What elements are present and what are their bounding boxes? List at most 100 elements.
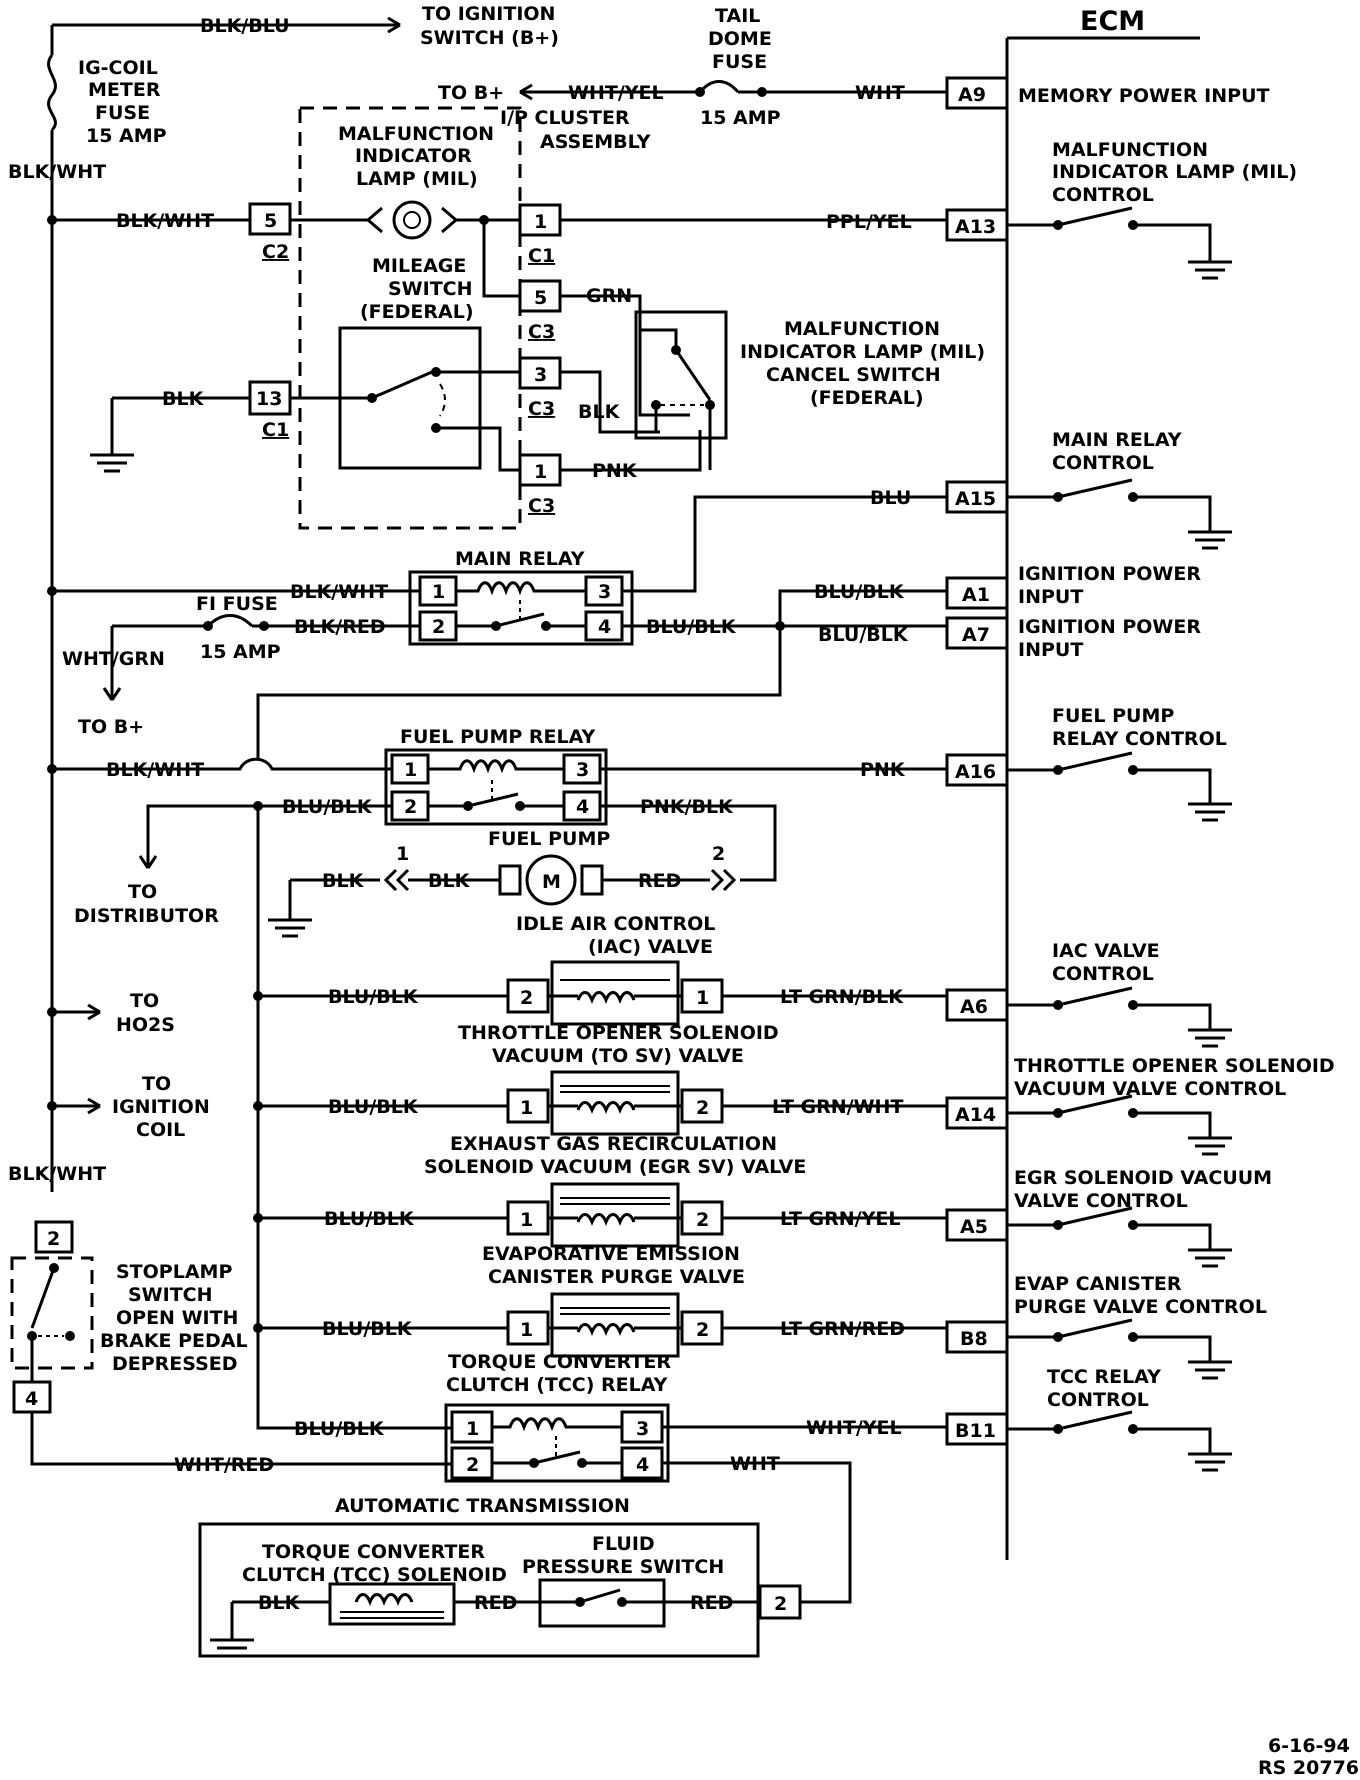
svg-text:TAIL: TAIL: [715, 5, 760, 27]
ecm-pin-a15: A15 MAIN RELAY CONTROL: [945, 429, 1182, 514]
svg-text:INPUT: INPUT: [1018, 586, 1083, 608]
ground-icon: [1188, 530, 1232, 550]
svg-text:EVAPORATIVE EMISSION: EVAPORATIVE EMISSION: [482, 1243, 740, 1265]
svg-text:MEMORY POWER INPUT: MEMORY POWER INPUT: [1018, 85, 1269, 107]
svg-text:LAMP (MIL): LAMP (MIL): [356, 168, 478, 190]
svg-text:TO: TO: [130, 990, 159, 1012]
evap-purge-valve: EVAPORATIVE EMISSION CANISTER PURGE VALV…: [253, 1243, 947, 1358]
tcc-relay-wiring: BLU/BLK WHT/YEL WHT: [294, 1417, 947, 1604]
automatic-transmission: AUTOMATIC TRANSMISSION TORQUE CONVERTER …: [198, 1495, 802, 1658]
svg-text:BLK/WHT: BLK/WHT: [116, 210, 214, 232]
svg-text:LT GRN/BLK: LT GRN/BLK: [780, 986, 904, 1008]
svg-text:ASSEMBLY: ASSEMBLY: [540, 131, 651, 153]
svg-text:TO B+: TO B+: [438, 82, 504, 104]
coil-icon: [576, 1323, 636, 1337]
svg-text:LT GRN/RED: LT GRN/RED: [780, 1318, 905, 1340]
ecm-pin-a9: A9 MEMORY POWER INPUT: [945, 76, 1269, 110]
svg-text:1: 1: [534, 211, 547, 233]
svg-text:FI FUSE: FI FUSE: [196, 593, 278, 615]
svg-text:BLK: BLK: [428, 870, 471, 892]
svg-text:EXHAUST GAS RECIRCULATION: EXHAUST GAS RECIRCULATION: [450, 1133, 777, 1155]
coil-icon: [456, 581, 586, 596]
svg-text:FUEL PUMP: FUEL PUMP: [488, 828, 610, 850]
svg-text:FUEL PUMP RELAY: FUEL PUMP RELAY: [400, 726, 596, 748]
svg-text:BLU/BLK: BLU/BLK: [324, 1208, 415, 1230]
svg-text:IG-COIL: IG-COIL: [78, 57, 158, 79]
ground-icon: [1188, 1136, 1232, 1156]
svg-text:B8: B8: [960, 1328, 988, 1350]
stoplamp-switch: 2 4 STOPLAMP SWITCH OPEN WITH BRAKE PEDA…: [10, 1220, 452, 1476]
svg-text:1: 1: [520, 1097, 533, 1119]
svg-text:1: 1: [520, 1319, 533, 1341]
cluster-wiring: BLK/WHT BLK PPL/YEL GRN BLK PNK: [47, 210, 947, 482]
svg-text:MAIN RELAY: MAIN RELAY: [1052, 429, 1182, 451]
svg-text:OPEN WITH: OPEN WITH: [116, 1307, 238, 1329]
ecm-pin-a5: A5 EGR SOLENOID VACUUM VALVE CONTROL: [945, 1167, 1272, 1242]
svg-text:EGR SOLENOID VACUUM: EGR SOLENOID VACUUM: [1014, 1167, 1272, 1189]
svg-text:2: 2: [520, 987, 533, 1009]
svg-text:MALFUNCTION: MALFUNCTION: [338, 123, 494, 145]
svg-text:BLK/WHT: BLK/WHT: [290, 581, 388, 603]
ground-icon: [1188, 1028, 1232, 1048]
svg-text:5: 5: [264, 210, 277, 232]
svg-text:FLUID: FLUID: [592, 1533, 655, 1555]
ecm-pin-a14: A14 THROTTLE OPENER SOLENOID VACUUM VALV…: [945, 1055, 1335, 1130]
svg-text:SOLENOID VACUUM (EGR SV) VALVE: SOLENOID VACUUM (EGR SV) VALVE: [424, 1156, 806, 1178]
svg-text:BLK/WHT: BLK/WHT: [106, 759, 204, 781]
svg-text:2: 2: [712, 843, 725, 865]
svg-text:IGNITION POWER: IGNITION POWER: [1018, 563, 1201, 585]
svg-text:BLU/BLK: BLU/BLK: [322, 1318, 413, 1340]
svg-text:MILEAGE: MILEAGE: [372, 255, 466, 277]
svg-text:A1: A1: [962, 584, 990, 606]
svg-text:BLK/WHT: BLK/WHT: [8, 161, 106, 183]
ecm-block: ECM: [1005, 6, 1200, 1560]
svg-text:2: 2: [47, 1228, 60, 1250]
svg-text:(FEDERAL): (FEDERAL): [810, 387, 924, 409]
svg-text:C1: C1: [528, 245, 555, 267]
fuse-icon: [47, 54, 57, 132]
svg-text:1: 1: [534, 461, 547, 483]
svg-text:BLK: BLK: [322, 870, 365, 892]
svg-text:PURGE VALVE CONTROL: PURGE VALVE CONTROL: [1014, 1296, 1267, 1318]
coil-icon: [354, 1593, 414, 1607]
svg-text:4: 4: [576, 796, 589, 818]
svg-text:METER: METER: [88, 79, 161, 101]
coil-icon: [428, 759, 564, 774]
svg-text:2: 2: [774, 1593, 787, 1615]
svg-text:SWITCH (B+): SWITCH (B+): [420, 27, 559, 49]
svg-text:4: 4: [25, 1388, 38, 1410]
svg-text:C1: C1: [262, 419, 289, 441]
ground-icon: [1188, 260, 1232, 280]
svg-text:FUSE: FUSE: [712, 51, 767, 73]
throttle-opener-sv: THROTTLE OPENER SOLENOID VACUUM (TO SV) …: [253, 1022, 947, 1136]
svg-text:PPL/YEL: PPL/YEL: [826, 211, 912, 233]
svg-text:WHT: WHT: [855, 82, 905, 104]
svg-text:13: 13: [256, 388, 282, 410]
svg-text:RED: RED: [690, 1592, 733, 1614]
ground-icon: [90, 453, 134, 473]
motor-icon: [525, 854, 577, 906]
svg-text:RELAY CONTROL: RELAY CONTROL: [1052, 728, 1227, 750]
svg-text:INDICATOR LAMP (MIL): INDICATOR LAMP (MIL): [740, 341, 985, 363]
ecm-pin-a16: A16 FUEL PUMP RELAY CONTROL: [945, 705, 1227, 787]
svg-text:THROTTLE OPENER SOLENOID: THROTTLE OPENER SOLENOID: [458, 1022, 779, 1044]
ecm-pin-a13: A13 MALFUNCTION INDICATOR LAMP (MIL) CON…: [945, 139, 1297, 242]
svg-text:CONTROL: CONTROL: [1052, 963, 1154, 985]
left-side-branches: TO HO2S TO IGNITION COIL BLK/WHT: [8, 990, 210, 1185]
svg-text:C3: C3: [528, 495, 555, 517]
svg-text:BLK/WHT: BLK/WHT: [8, 1163, 106, 1185]
svg-text:C3: C3: [528, 398, 555, 420]
main-relay: MAIN RELAY 1 2 3 4: [408, 548, 634, 646]
footer-code: 6-16-94 RS 20776: [1258, 1735, 1359, 1779]
svg-text:2: 2: [432, 616, 445, 638]
svg-text:WHT/GRN: WHT/GRN: [62, 648, 165, 670]
ecm-pin-a7: A7 IGNITION POWER INPUT: [945, 616, 1201, 661]
ground-icon: [268, 918, 312, 938]
svg-text:BLU/BLK: BLU/BLK: [818, 624, 909, 646]
svg-text:TO B+: TO B+: [78, 716, 144, 738]
ecm-pin-b11: B11 TCC RELAY CONTROL: [945, 1366, 1161, 1446]
svg-text:TO: TO: [128, 881, 157, 903]
svg-text:6-16-94: 6-16-94: [1268, 1735, 1350, 1757]
svg-text:1: 1: [432, 581, 445, 603]
svg-text:15 AMP: 15 AMP: [700, 107, 781, 129]
